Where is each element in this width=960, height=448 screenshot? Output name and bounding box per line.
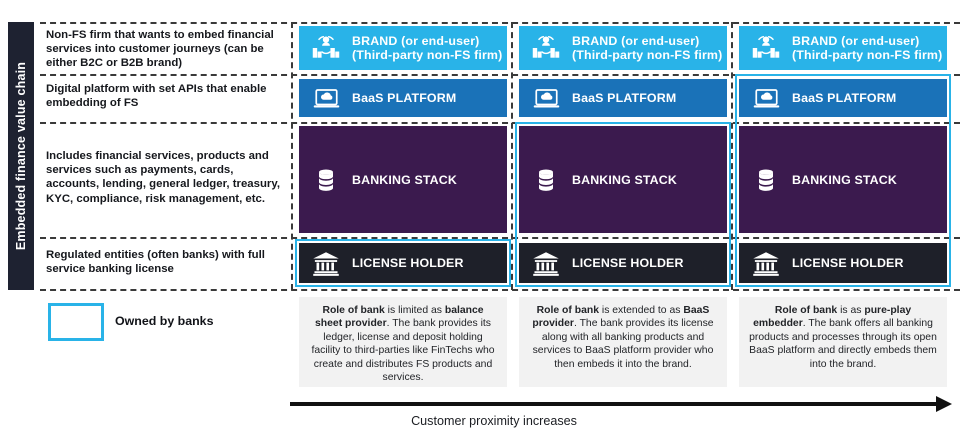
customer-proximity-caption-text: Customer proximity increases — [411, 414, 577, 428]
box-baas-col3[interactable]: BaaS PLATFORM — [739, 79, 947, 117]
box-license-label-col2: LICENSE HOLDER — [572, 256, 684, 270]
box-stack-col3[interactable]: BANKING STACK — [739, 126, 947, 233]
row-description-brand: Non-FS firm that wants to embed financia… — [46, 29, 274, 70]
laptop-cloud-icon — [749, 81, 783, 115]
box-brand-col2[interactable]: BRAND (or end-user) (Third-party non-FS … — [519, 26, 727, 70]
bank-building-icon — [749, 246, 783, 280]
box-baas-label-col1: BaaS PLATFORM — [352, 91, 457, 105]
box-brand-label-line1-col2: BRAND (or end-user) — [572, 34, 700, 48]
box-license-label-col3: LICENSE HOLDER — [792, 256, 904, 270]
box-license-col3[interactable]: LICENSE HOLDER — [739, 243, 947, 283]
role-of-bank-note-col2: Role of bank is extended to as BaaS prov… — [519, 297, 727, 387]
column-divider-2 — [731, 22, 733, 290]
value-chain-axis-label-text: Embedded finance value chain — [14, 61, 29, 251]
bank-building-icon — [309, 246, 343, 280]
box-stack-col2[interactable]: BANKING STACK — [519, 126, 727, 233]
customer-proximity-arrow-line — [290, 402, 940, 406]
box-brand-label-line1-col3: BRAND (or end-user) — [792, 34, 920, 48]
box-stack-label-col2: BANKING STACK — [572, 172, 677, 187]
box-brand-col3[interactable]: BRAND (or end-user) (Third-party non-FS … — [739, 26, 947, 70]
column-divider-1 — [511, 22, 513, 290]
people-network-icon — [749, 31, 783, 65]
customer-proximity-arrow-head — [936, 396, 952, 412]
box-license-col1[interactable]: LICENSE HOLDER — [299, 243, 507, 283]
laptop-cloud-icon — [529, 81, 563, 115]
box-license-col2[interactable]: LICENSE HOLDER — [519, 243, 727, 283]
database-stack-icon — [309, 163, 343, 197]
box-baas-col2[interactable]: BaaS PLATFORM — [519, 79, 727, 117]
people-network-icon — [309, 31, 343, 65]
row-description-license: Regulated entities (often banks) with fu… — [46, 249, 265, 276]
box-baas-col1[interactable]: BaaS PLATFORM — [299, 79, 507, 117]
role-of-bank-note-col3: Role of bank is as pure-play embedder. T… — [739, 297, 947, 387]
box-stack-col1[interactable]: BANKING STACK — [299, 126, 507, 233]
bank-building-icon — [529, 246, 563, 280]
box-stack-label-col1: BANKING STACK — [352, 172, 457, 187]
box-brand-label-line1-col1: BRAND (or end-user) — [352, 34, 480, 48]
box-brand-label-col1: BRAND (or end-user) (Third-party non-FS … — [352, 34, 502, 62]
people-network-icon — [529, 31, 563, 65]
row-divider-bottom — [40, 289, 960, 291]
laptop-cloud-icon — [309, 81, 343, 115]
row-divider-1 — [40, 74, 960, 76]
box-brand-label-col2: BRAND (or end-user) (Third-party non-FS … — [572, 34, 722, 62]
legend-swatch-owned-by-banks — [48, 303, 104, 341]
row-description-baas: Digital platform with set APIs that enab… — [46, 83, 267, 110]
database-stack-icon — [749, 163, 783, 197]
box-brand-label-line2-col2: (Third-party non-FS firm) — [572, 48, 723, 62]
value-chain-axis-label: Embedded finance value chain — [8, 22, 34, 290]
customer-proximity-caption: Customer proximity increases — [0, 414, 960, 428]
box-baas-label-col3: BaaS PLATFORM — [792, 91, 897, 105]
row-divider-3 — [40, 237, 960, 239]
box-brand-col1[interactable]: BRAND (or end-user) (Third-party non-FS … — [299, 26, 507, 70]
row-divider-2 — [40, 122, 960, 124]
role-of-bank-note-col1: Role of bank is limited as balance sheet… — [299, 297, 507, 387]
row-description-stack: Includes financial services, products an… — [46, 150, 281, 205]
legend-label-owned-by-banks: Owned by banks — [115, 314, 214, 328]
column-divider-0 — [291, 22, 293, 290]
box-license-label-col1: LICENSE HOLDER — [352, 256, 464, 270]
box-baas-label-col2: BaaS PLATFORM — [572, 91, 677, 105]
box-brand-label-line2-col1: (Third-party non-FS firm) — [352, 48, 503, 62]
row-divider-top — [40, 22, 960, 24]
box-stack-label-col3: BANKING STACK — [792, 172, 897, 187]
database-stack-icon — [529, 163, 563, 197]
box-brand-label-line2-col3: (Third-party non-FS firm) — [792, 48, 943, 62]
box-brand-label-col3: BRAND (or end-user) (Third-party non-FS … — [792, 34, 942, 62]
